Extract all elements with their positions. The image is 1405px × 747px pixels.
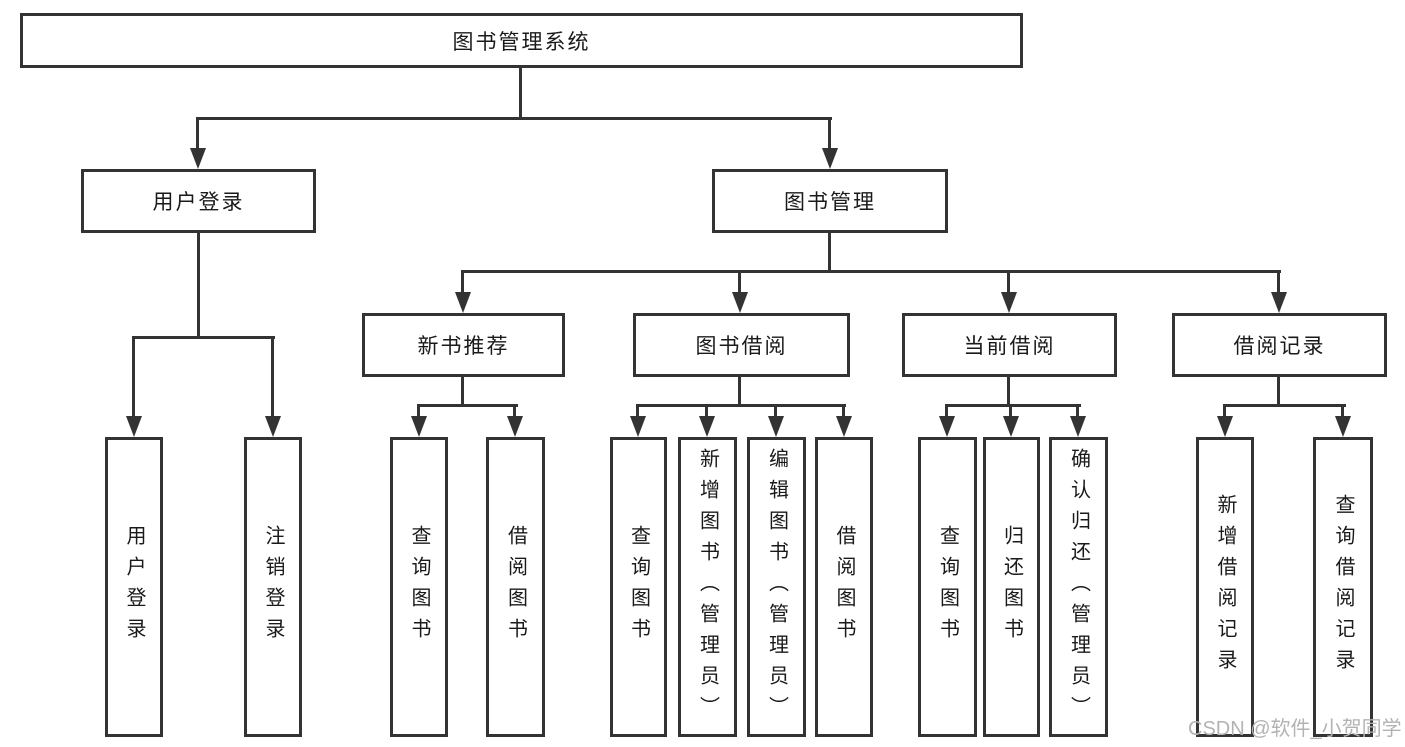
connector-stem <box>461 377 464 407</box>
connector-stem <box>842 404 845 418</box>
leaf-label: 归还图书 <box>1000 525 1023 649</box>
arrow-down-icon <box>455 292 471 313</box>
connector-branch-line <box>1223 404 1346 407</box>
leaf-label: 用户登录 <box>123 525 145 649</box>
arrow-down-icon <box>265 416 281 437</box>
connector-branch-line <box>132 336 275 339</box>
connector-stem <box>1341 404 1344 418</box>
leaf-label: 查询借阅记录 <box>1332 494 1354 680</box>
leaf-borrow-books-borrowing: 借阅图书 <box>815 437 873 737</box>
leaf-label: 查询图书 <box>627 525 650 649</box>
node-borrowing-records: 借阅记录 <box>1172 313 1387 377</box>
leaf-add-books-admin: 新增图书（管理员） <box>678 437 737 737</box>
leaf-logout: 注销登录 <box>244 437 302 737</box>
connector-stem <box>1007 270 1010 294</box>
leaf-borrow-books-recommendation: 借阅图书 <box>486 437 545 737</box>
arrow-down-icon <box>1001 292 1017 313</box>
leaf-label: 注销登录 <box>262 525 284 649</box>
arrow-down-icon <box>1217 416 1233 437</box>
connector-stem <box>1277 270 1280 294</box>
connector-stem <box>196 117 199 150</box>
connector-branch-line <box>636 404 846 407</box>
arrow-down-icon <box>1271 292 1287 313</box>
leaf-edit-books-admin: 编辑图书（管理员） <box>747 437 806 737</box>
connector-stem <box>513 404 516 418</box>
connector-stem <box>1277 377 1280 407</box>
node-book-borrowing: 图书借阅 <box>633 313 850 377</box>
connector-stem <box>519 68 522 120</box>
leaf-confirm-return-admin: 确认归还（管理员） <box>1049 437 1108 737</box>
connector-stem <box>828 233 831 273</box>
leaf-label: 借阅图书 <box>833 525 855 649</box>
leaf-label: 查询图书 <box>936 525 959 649</box>
connector-stem <box>705 404 708 418</box>
arrow-down-icon <box>1335 416 1351 437</box>
node-label: 图书管理系统 <box>452 30 591 54</box>
connector-stem <box>197 233 200 339</box>
connector-stem <box>738 270 741 294</box>
arrow-down-icon <box>1003 416 1019 437</box>
connector-stem <box>1009 404 1012 418</box>
leaf-label: 新增借阅记录 <box>1214 494 1236 680</box>
connector-stem <box>636 404 639 418</box>
arrow-down-icon <box>699 416 715 437</box>
leaf-return-books: 归还图书 <box>983 437 1040 737</box>
leaf-label: 查询图书 <box>408 525 430 649</box>
leaf-query-books-current: 查询图书 <box>918 437 977 737</box>
connector-branch-line <box>461 270 1281 273</box>
watermark: CSDN @软件_小贺同学 <box>1188 718 1402 740</box>
connector-stem <box>1076 404 1079 418</box>
arrow-down-icon <box>190 148 206 169</box>
connector-stem <box>945 404 948 418</box>
arrow-down-icon <box>126 416 142 437</box>
connector-branch-line <box>197 117 832 120</box>
node-label: 图书借阅 <box>695 335 788 358</box>
leaf-label: 新增图书（管理员） <box>696 447 719 727</box>
leaf-label: 确认归还（管理员） <box>1067 447 1090 727</box>
connector-stem <box>461 270 464 294</box>
connector-stem <box>132 336 135 418</box>
arrow-down-icon <box>1070 416 1086 437</box>
leaf-query-books-recommendation: 查询图书 <box>390 437 448 737</box>
leaf-label: 借阅图书 <box>504 525 527 649</box>
node-label: 新书推荐 <box>417 335 510 358</box>
arrow-down-icon <box>836 416 852 437</box>
arrow-down-icon <box>768 416 784 437</box>
node-user-login: 用户登录 <box>81 169 316 233</box>
leaf-label: 编辑图书（管理员） <box>765 447 788 727</box>
arrow-down-icon <box>732 292 748 313</box>
arrow-down-icon <box>939 416 955 437</box>
node-book-management: 图书管理 <box>712 169 948 233</box>
leaf-query-books-borrowing: 查询图书 <box>610 437 667 737</box>
connector-branch-line <box>417 404 518 407</box>
arrow-down-icon <box>411 416 427 437</box>
arrow-down-icon <box>822 148 838 169</box>
leaf-add-borrowing-record: 新增借阅记录 <box>1196 437 1254 737</box>
leaf-query-borrowing-record: 查询借阅记录 <box>1313 437 1373 737</box>
node-label: 用户登录 <box>152 191 245 214</box>
arrow-down-icon <box>507 416 523 437</box>
arrow-down-icon <box>630 416 646 437</box>
node-new-book-recommendation: 新书推荐 <box>362 313 565 377</box>
connector-stem <box>774 404 777 418</box>
connector-branch-line <box>945 404 1081 407</box>
node-label: 图书管理 <box>784 191 876 214</box>
node-label: 借阅记录 <box>1233 335 1326 358</box>
connector-stem <box>828 117 831 150</box>
connector-stem <box>417 404 420 418</box>
connector-stem <box>1007 377 1010 407</box>
node-label: 当前借阅 <box>963 335 1056 358</box>
connector-stem <box>738 377 741 407</box>
leaf-user-login: 用户登录 <box>105 437 163 737</box>
connector-stem <box>271 336 274 418</box>
node-current-borrowing: 当前借阅 <box>902 313 1117 377</box>
node-library-management-system: 图书管理系统 <box>20 13 1023 68</box>
connector-stem <box>1223 404 1226 418</box>
